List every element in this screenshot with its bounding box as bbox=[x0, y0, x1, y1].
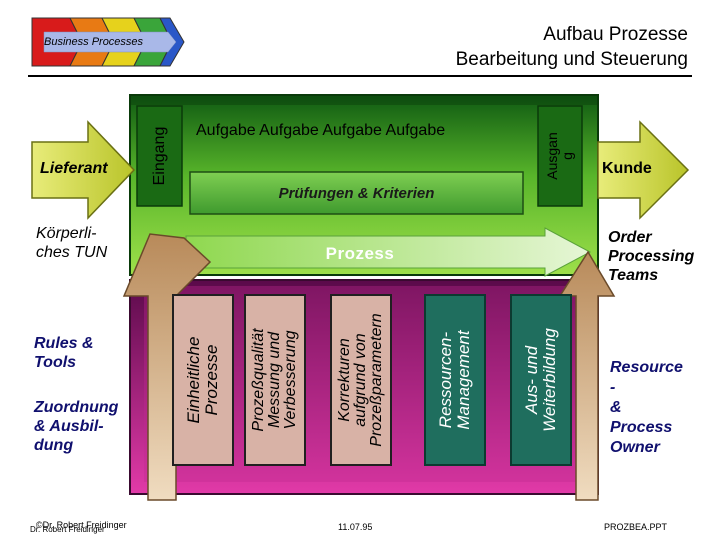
owner-line2: - bbox=[610, 379, 616, 396]
page-title-line1: Aufbau Prozesse bbox=[543, 24, 688, 45]
owner-line4: Process bbox=[610, 419, 673, 436]
support-column-1 bbox=[172, 294, 234, 466]
support-column-5-label: Aus- und Weiterbildung bbox=[510, 294, 572, 466]
title-divider bbox=[28, 75, 692, 77]
body-action-line2: ches TUN bbox=[36, 244, 108, 261]
entry-label-text: Eingang bbox=[150, 126, 168, 186]
process-label: Prozess bbox=[325, 244, 395, 263]
support-column-3-line2: aufgrund von bbox=[352, 333, 369, 427]
support-column-1-line1: Einheitliche bbox=[184, 336, 203, 424]
right-output-arrow bbox=[558, 250, 616, 501]
assignment-line3: dung bbox=[34, 437, 74, 454]
rules-tools-line2: Tools bbox=[34, 354, 77, 371]
exit-label: Ausgan g bbox=[538, 106, 582, 206]
rules-tools-line1: Rules & bbox=[34, 335, 94, 352]
owner-label: Resource - & Process Owner bbox=[610, 358, 683, 458]
support-column-2-line2: Messung und bbox=[266, 331, 283, 429]
support-column-5-line1: Aus- und bbox=[522, 345, 541, 415]
support-column-3-line3: Prozeßparametern bbox=[368, 313, 385, 447]
exit-label-line2: g bbox=[559, 152, 575, 160]
footer-author: ©Dr. Robert Freidinger bbox=[36, 520, 127, 530]
support-column-3-line1: Korrekturen bbox=[336, 338, 353, 422]
assignment-label: Zuordnung & Ausbil- dung bbox=[34, 398, 118, 455]
entry-label: Eingang bbox=[137, 106, 182, 206]
footer-author-overlap: Dr. Robert Freidinger bbox=[30, 525, 105, 534]
support-column-2-label: Prozeßqualität Messung und Verbesserung bbox=[244, 294, 306, 466]
support-column-4-line2: Management bbox=[454, 330, 473, 430]
page-title: Aufbau Prozesse Bearbeitung und Steuerun… bbox=[456, 22, 688, 72]
assignment-line1: Zuordnung bbox=[34, 399, 119, 416]
supplier-arrow bbox=[31, 120, 136, 220]
support-column-4-label: Ressourcen- Management bbox=[424, 294, 486, 466]
footer-file: PROZBEA.PPT bbox=[604, 522, 668, 532]
task-2: Aufgabe bbox=[259, 122, 319, 139]
body-action-line1: Körperli- bbox=[36, 225, 97, 242]
process-arrow bbox=[185, 227, 592, 277]
support-column-5-line2: Weiterbildung bbox=[540, 328, 559, 432]
support-column-2 bbox=[244, 294, 306, 466]
checks-box bbox=[189, 171, 524, 215]
support-column-4-line1: Ressourcen- bbox=[436, 331, 455, 429]
support-column-4 bbox=[424, 294, 486, 466]
process-box-shadow bbox=[130, 95, 598, 105]
support-column-5 bbox=[510, 294, 572, 466]
exit-label-line1: Ausgan bbox=[544, 132, 560, 180]
teams-line3: Teams bbox=[608, 267, 659, 284]
checks-label: Prüfungen & Kriterien bbox=[278, 185, 435, 202]
business-processes-badge-label: Business Processes bbox=[44, 36, 144, 48]
task-row: Aufgabe Aufgabe Aufgabe Aufgabe bbox=[196, 122, 445, 140]
assignment-line2: & Ausbil- bbox=[34, 418, 104, 435]
owner-line5: Owner bbox=[610, 439, 660, 456]
customer-arrow bbox=[597, 120, 690, 220]
rules-tools-label: Rules & Tools bbox=[34, 334, 94, 372]
owner-line3: & bbox=[610, 399, 622, 416]
supplier-label: Lieferant bbox=[40, 160, 108, 177]
footer-date: 11.07.95 bbox=[338, 522, 373, 532]
page-title-line2: Bearbeitung und Steuerung bbox=[455, 49, 688, 70]
entry-bar bbox=[136, 105, 183, 207]
body-action-label: Körperli- ches TUN bbox=[36, 224, 107, 262]
customer-label: Kunde bbox=[602, 160, 652, 177]
support-column-1-label: Einheitliche Prozesse bbox=[172, 294, 234, 466]
teams-label: Order Processing Teams bbox=[608, 228, 694, 285]
support-column-2-line1: Prozeßqualität bbox=[250, 328, 267, 432]
task-1: Aufgabe bbox=[196, 122, 256, 139]
business-processes-badge-arrows bbox=[31, 17, 185, 67]
teams-line2: Processing bbox=[608, 248, 695, 265]
exit-bar bbox=[537, 105, 583, 207]
support-column-3-label: Korrekturen aufgrund von Prozeßparameter… bbox=[330, 294, 392, 466]
task-3: Aufgabe bbox=[322, 122, 382, 139]
support-column-3 bbox=[330, 294, 392, 466]
support-column-1-line2: Prozesse bbox=[202, 344, 221, 416]
support-column-2-line3: Verbesserung bbox=[282, 330, 299, 430]
task-4: Aufgabe bbox=[385, 122, 446, 139]
owner-line1: Resource bbox=[610, 359, 683, 376]
teams-line1: Order bbox=[608, 229, 652, 246]
